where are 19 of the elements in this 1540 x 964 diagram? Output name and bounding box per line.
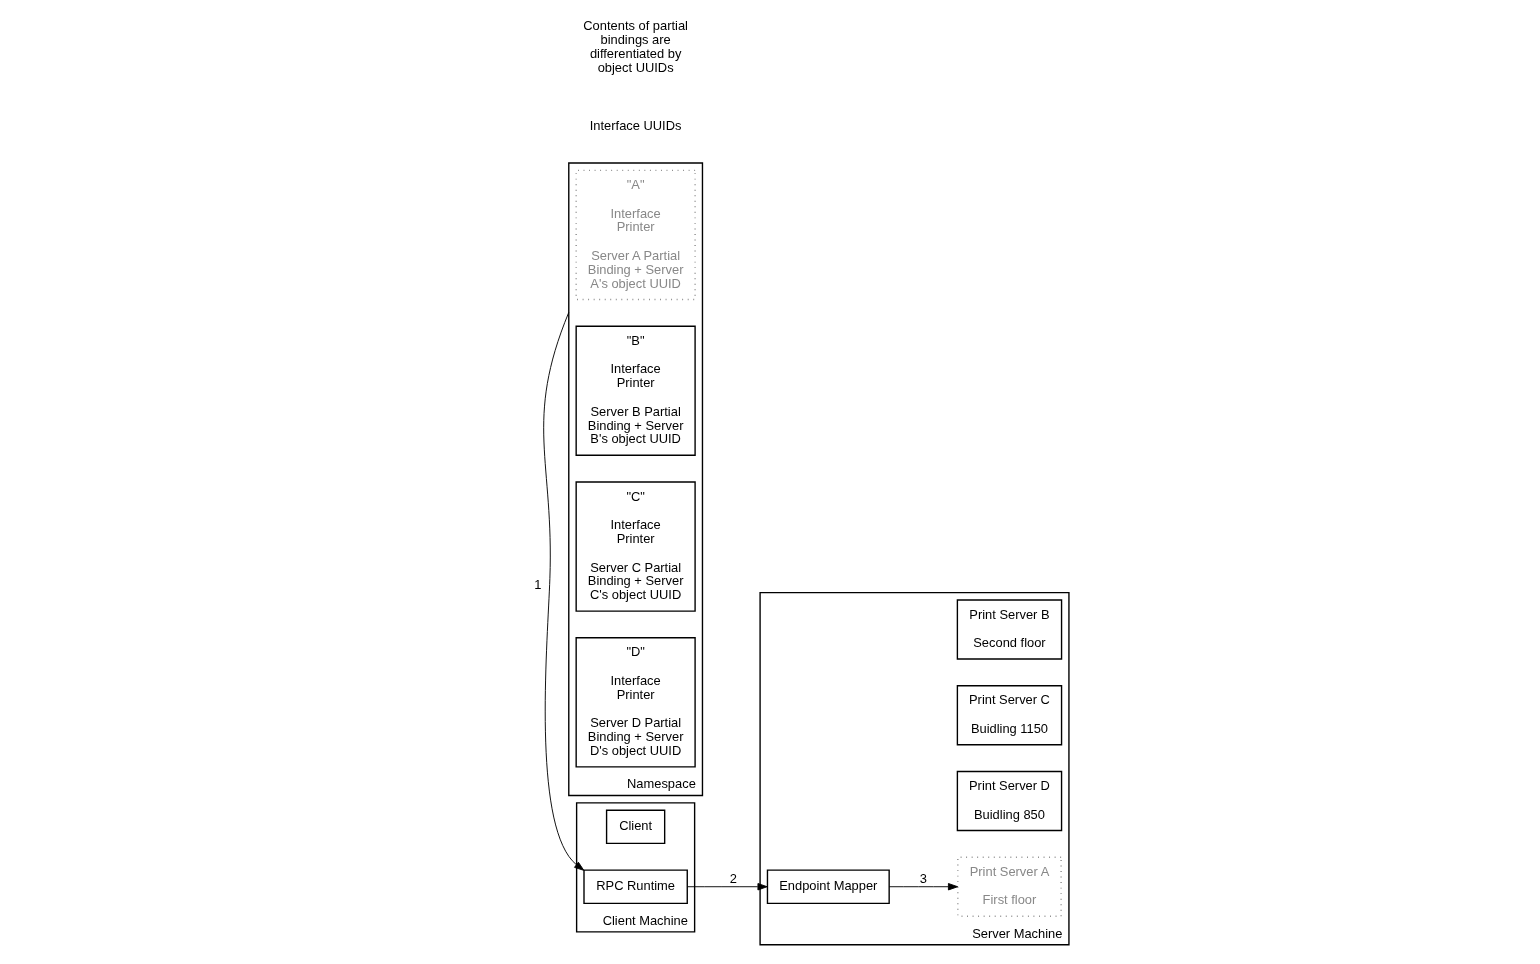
label: Contents of partial bindings are differentiated by object UUIDs <box>583 18 688 75</box>
node-box: Print Server D Buidling 850 <box>956 770 1063 832</box>
edge-label: 3 <box>919 871 927 887</box>
edge-label: 2 <box>729 871 737 887</box>
node-box: "A" Interface Printer Server A Partial Binding + Server A's object UUID <box>575 169 696 301</box>
node-box: Print Server B Second floor <box>956 599 1063 660</box>
node-box: "D" Interface Printer Server D Partial Binding + Server D's object UUID <box>575 637 696 768</box>
arrow <box>687 883 768 891</box>
node-box: "C" Interface Printer Server C Partial Binding + Server C's object UUID <box>575 481 696 612</box>
arrow <box>543 311 585 871</box>
node-box: Endpoint Mapper <box>766 869 890 904</box>
node-box: "B" Interface Printer Server B Partial Binding + Server B's object UUID <box>575 325 696 456</box>
edge-label: 1 <box>534 576 542 592</box>
node-box: Client <box>605 809 666 845</box>
label: Interface UUIDs <box>589 118 682 134</box>
node-box: RPC Runtime <box>583 869 688 904</box>
node-box: Print Server A First floor <box>957 856 1062 917</box>
arrow <box>888 883 959 891</box>
node-box: Print Server C Buidling 1150 <box>956 685 1063 746</box>
